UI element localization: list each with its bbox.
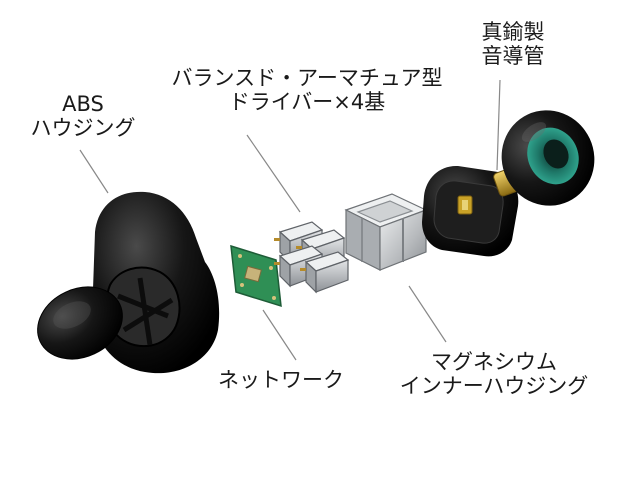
leader-line-magnesium — [408, 285, 447, 343]
label-abs-line2: ハウジング — [30, 116, 136, 140]
label-brass-line2: 音導管 — [481, 44, 545, 68]
magnesium-inner-housing — [344, 193, 428, 271]
leader-line-ba — [246, 134, 301, 213]
label-magnesium-housing: マグネシウム インナーハウジング — [384, 350, 604, 398]
ear-tip — [501, 110, 595, 206]
leader-line-network — [262, 309, 297, 361]
label-brass-tube: 真鍮製 音導管 — [472, 20, 554, 68]
label-mg-line1: マグネシウム — [431, 350, 557, 374]
label-balanced-armature: バランスド・アーマチュア型 ドライバー×4基 — [142, 66, 472, 114]
label-abs-line1: ABS — [62, 92, 104, 116]
leader-line-abs — [79, 149, 109, 194]
leader-line-brass — [496, 79, 501, 171]
leader-lines — [79, 79, 501, 361]
abs-housing — [37, 191, 220, 374]
label-mg-line2: インナーハウジング — [399, 374, 589, 398]
network-pcb — [230, 244, 282, 308]
label-brass-line1: 真鍮製 — [481, 20, 545, 44]
label-ba-line1: バランスド・アーマチュア型 — [171, 66, 443, 90]
label-ba-line2: ドライバー×4基 — [228, 90, 386, 114]
ba-driver-4 — [304, 251, 350, 294]
ba-drivers — [274, 221, 350, 294]
nozzle-block — [422, 165, 519, 257]
housing-nozzle — [37, 286, 123, 360]
label-network: ネットワーク — [218, 368, 344, 392]
label-abs-housing: ABS ハウジング — [28, 92, 138, 140]
label-network-line1: ネットワーク — [218, 368, 344, 392]
